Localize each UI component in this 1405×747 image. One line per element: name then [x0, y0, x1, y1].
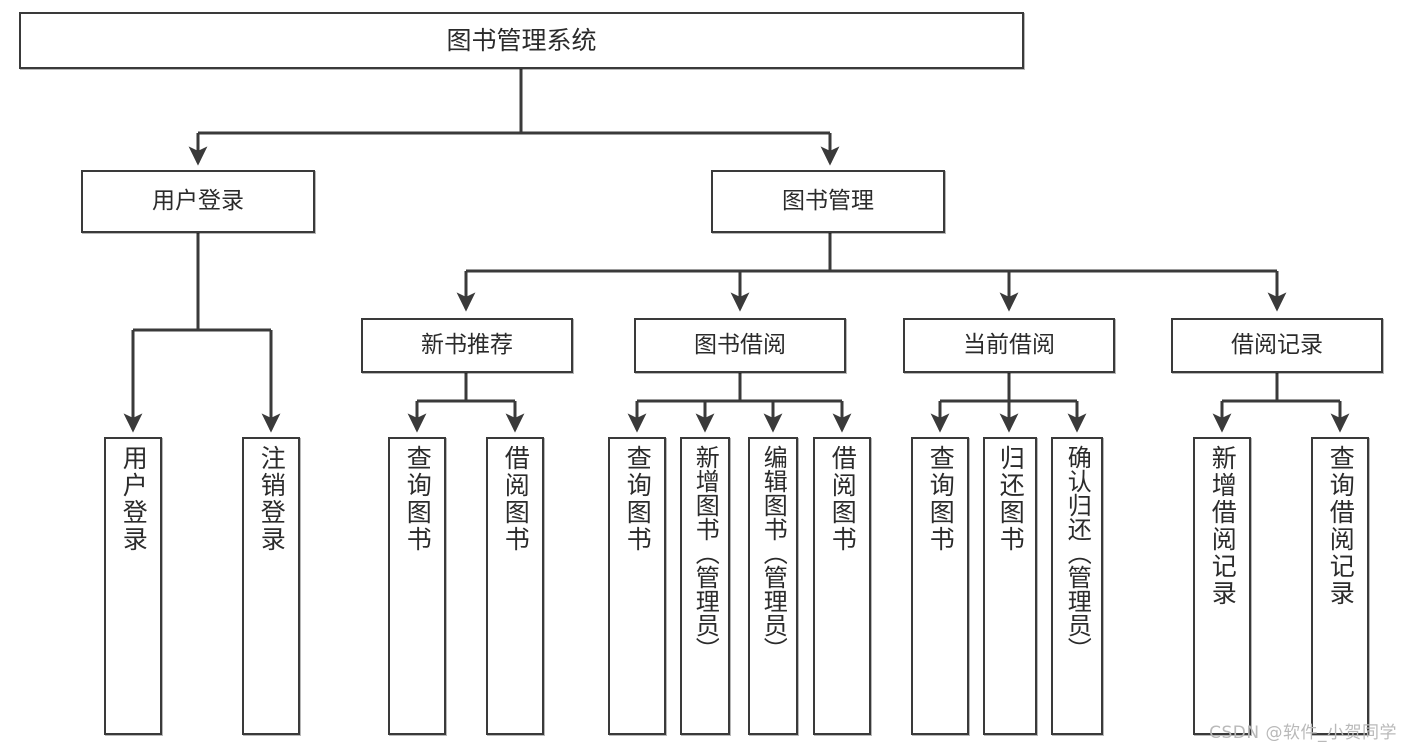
leaf-search-book-current[interactable]: 查询图书: [911, 437, 969, 735]
node-label: 注销登录: [257, 445, 287, 553]
node-user-login[interactable]: 用户登录: [81, 170, 315, 233]
leaf-return-book[interactable]: 归还图书: [983, 437, 1037, 735]
node-new-book-recommend[interactable]: 新书推荐: [361, 318, 573, 373]
leaf-logout[interactable]: 注销登录: [242, 437, 300, 735]
node-label: 当前借阅: [963, 332, 1055, 358]
node-label: 借阅记录: [1231, 332, 1323, 358]
node-label: 新书推荐: [421, 332, 513, 358]
node-label: 借阅图书: [501, 445, 531, 553]
node-book-borrow[interactable]: 图书借阅: [634, 318, 846, 373]
node-label: 用户登录: [152, 188, 244, 214]
leaf-user-login[interactable]: 用户登录: [104, 437, 162, 735]
node-label: 图书借阅: [694, 332, 786, 358]
node-label: 借阅图书: [828, 445, 858, 553]
node-label: 查询图书: [623, 445, 653, 553]
node-label: 图书管理: [782, 188, 874, 214]
leaf-borrow-book[interactable]: 借阅图书: [813, 437, 871, 735]
node-label: 查询图书: [926, 445, 956, 553]
leaf-search-book-recommend[interactable]: 查询图书: [388, 437, 446, 735]
leaf-borrow-book-recommend[interactable]: 借阅图书: [486, 437, 544, 735]
node-label: 新增图书（管理员）: [691, 445, 720, 661]
node-label: 用户登录: [119, 445, 149, 553]
leaf-add-book-admin[interactable]: 新增图书（管理员）: [680, 437, 730, 735]
csdn-watermark: CSDN @软件_小贺同学: [1209, 723, 1397, 743]
leaf-search-book-borrow[interactable]: 查询图书: [608, 437, 666, 735]
leaf-edit-book-admin[interactable]: 编辑图书（管理员）: [748, 437, 798, 735]
node-label: 确认归还（管理员）: [1063, 445, 1092, 661]
node-label: 查询借阅记录: [1326, 445, 1356, 607]
node-label: 图书管理系统: [446, 26, 597, 55]
node-root-library-system[interactable]: 图书管理系统: [19, 12, 1024, 69]
leaf-confirm-return-admin[interactable]: 确认归还（管理员）: [1051, 437, 1103, 735]
node-label: 查询图书: [403, 445, 433, 553]
node-book-management[interactable]: 图书管理: [711, 170, 945, 233]
node-borrow-record[interactable]: 借阅记录: [1171, 318, 1383, 373]
node-current-borrow[interactable]: 当前借阅: [903, 318, 1115, 373]
leaf-search-borrow-record[interactable]: 查询借阅记录: [1311, 437, 1369, 735]
leaf-add-borrow-record[interactable]: 新增借阅记录: [1193, 437, 1251, 735]
node-label: 编辑图书（管理员）: [759, 445, 788, 661]
node-label: 新增借阅记录: [1208, 445, 1238, 607]
node-label: 归还图书: [996, 445, 1026, 553]
